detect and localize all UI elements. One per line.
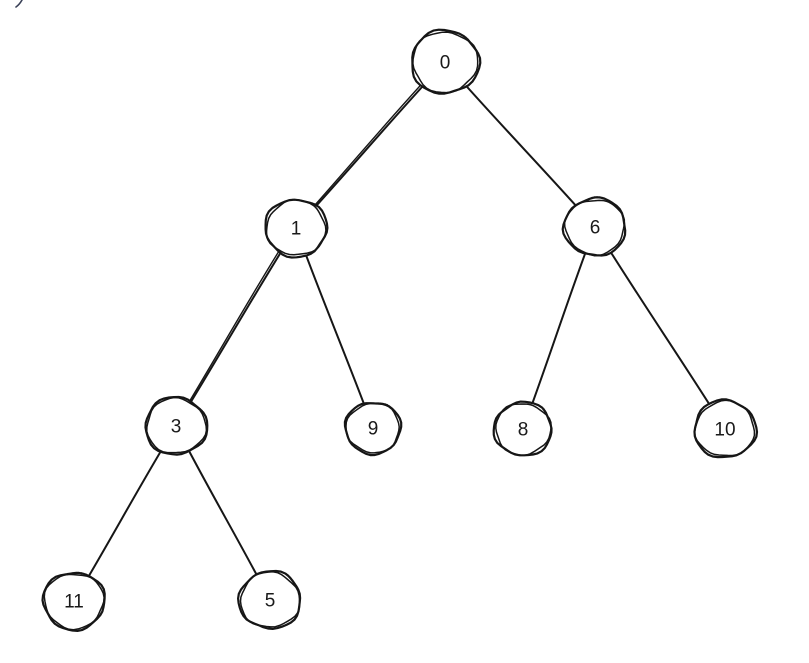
edge-1-3 (175, 227, 297, 427)
tree-node-8: 8 (492, 400, 553, 457)
node-circle-outer (343, 402, 403, 457)
node-circle-inner (265, 198, 327, 256)
edge-6-8 (522, 226, 596, 430)
tree-node-1: 1 (264, 198, 329, 259)
tree-node-10: 10 (693, 398, 759, 459)
node-label-5: 5 (265, 591, 276, 612)
node-circle-inner (146, 396, 208, 454)
node-circle-inner (412, 31, 479, 94)
node-label-0: 0 (440, 53, 451, 74)
tree-node-6: 6 (561, 196, 627, 257)
tree-node-3: 3 (144, 395, 209, 456)
node-label-8: 8 (518, 420, 529, 441)
node-label-6: 6 (590, 218, 601, 239)
tree-node-0: 0 (411, 28, 482, 95)
node-label-9: 9 (368, 419, 379, 440)
node-label-10: 10 (714, 420, 735, 441)
node-label-11: 11 (64, 592, 84, 613)
edge-1-9 (295, 227, 374, 429)
tree-node-11: 11 (41, 571, 106, 632)
node-label-3: 3 (171, 417, 182, 438)
node-circle-inner (345, 402, 400, 454)
stray-pen-mark (15, 0, 23, 8)
tree-node-9: 9 (343, 402, 403, 457)
node-circle-outer (492, 400, 553, 457)
node-circle-inner (693, 399, 756, 457)
node-circle-outer (693, 398, 759, 459)
tree-node-5: 5 (237, 569, 302, 630)
node-circle-inner (563, 199, 626, 257)
node-circle-outer (411, 28, 482, 95)
node-circle-outer (41, 571, 106, 632)
edge-layer (73, 59, 726, 602)
node-label-1: 1 (291, 219, 302, 240)
node-circle-inner (239, 571, 301, 628)
node-circle-inner (43, 573, 105, 631)
node-layer: 0 1 6 3 9 8 10 11 5 (41, 28, 759, 632)
edge-1-3-double-stroke (174, 226, 295, 427)
node-circle-inner (495, 403, 552, 457)
edge-6-10 (594, 226, 726, 430)
